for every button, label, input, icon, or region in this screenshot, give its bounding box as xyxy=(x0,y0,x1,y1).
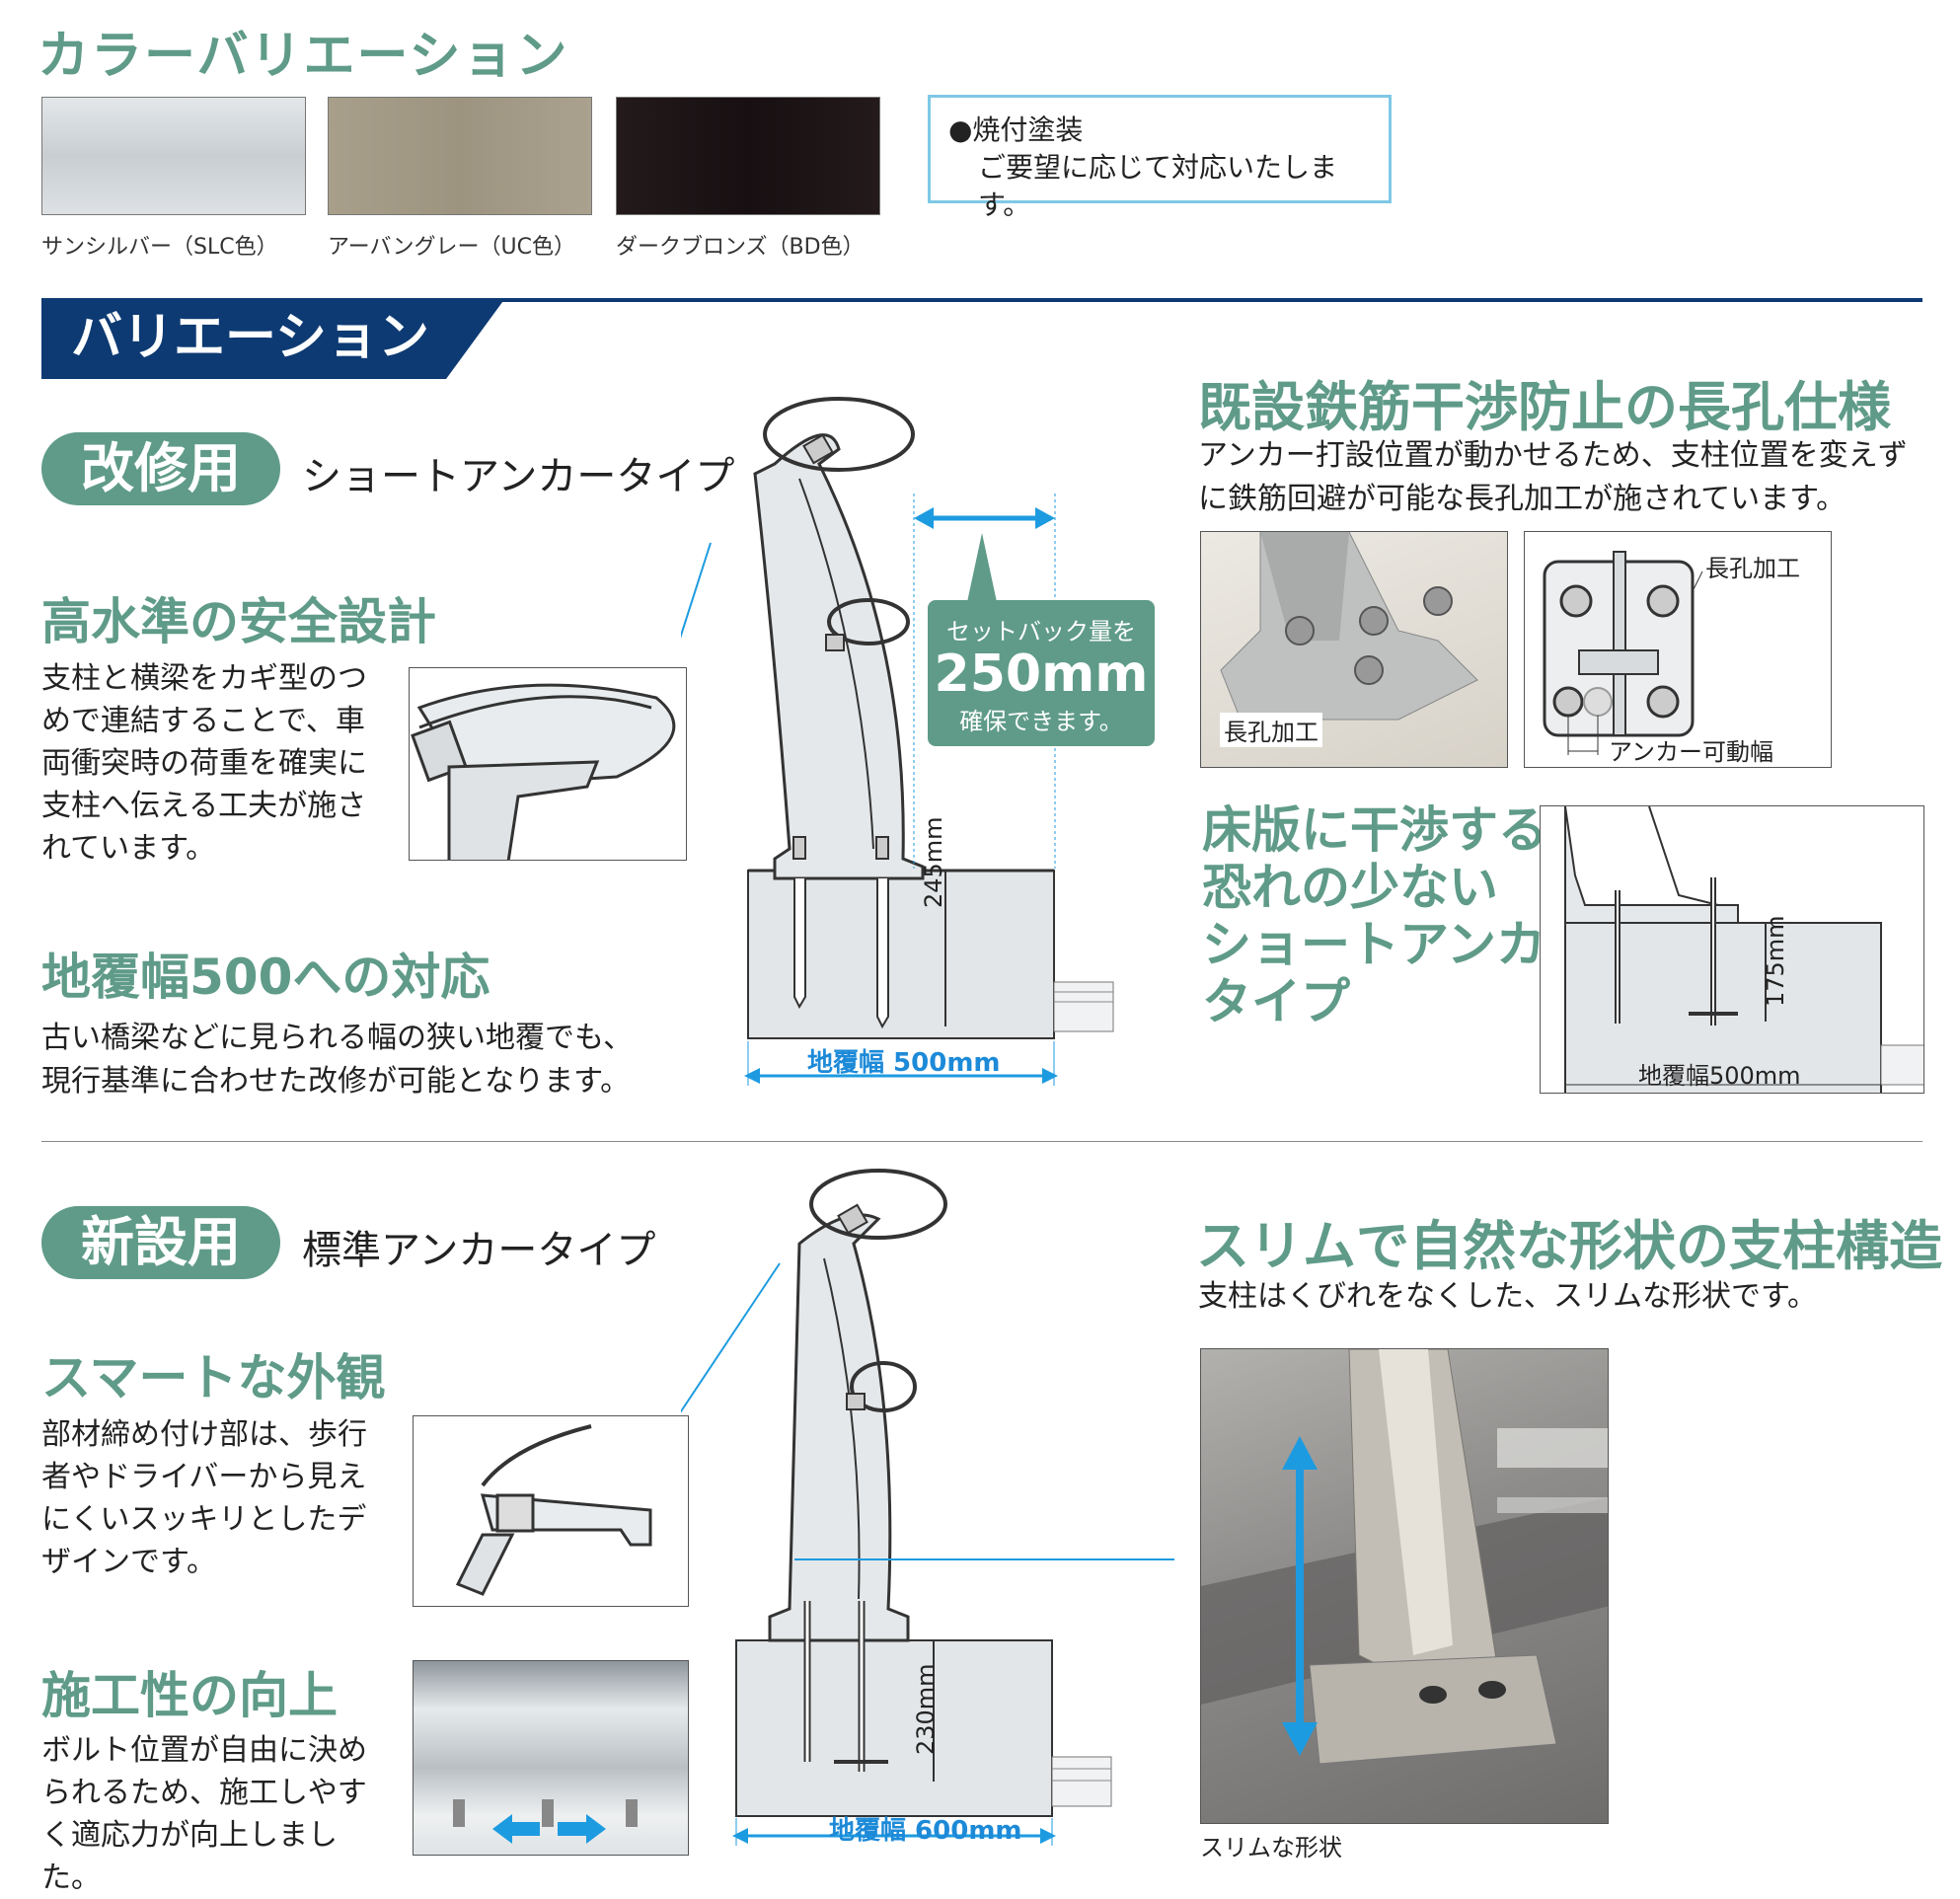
banner-shape xyxy=(41,298,505,379)
new-pill: 新設用 xyxy=(41,1206,280,1279)
bolt-rail-photo xyxy=(413,1660,689,1856)
slim-title: スリムで自然な形状の支柱構造 xyxy=(1196,1215,1942,1277)
setback-box: セットバック量を 250mm 確保できます。 xyxy=(928,600,1155,746)
swatch-label-urban-grey: アーバングレー（UC色） xyxy=(328,235,576,260)
coating-note-text: ご要望に応じて対応いたします。 xyxy=(978,151,1338,221)
smart-title: スマートな外観 xyxy=(41,1349,386,1406)
clamp-closeup-image xyxy=(413,1415,689,1607)
smart-text: 部材締め付け部は、歩行者やドライバーから見えにくいスッキリとしたデザインです。 xyxy=(41,1417,367,1579)
new-depth-label: 230mm xyxy=(912,1663,940,1755)
retrofit-depth-label: 245mm xyxy=(920,816,947,908)
slot-diagram xyxy=(1524,531,1832,768)
banner-rule xyxy=(41,298,1922,302)
short-anchor-diagram xyxy=(1540,805,1924,1094)
slot-title: 既設鉄筋干渉防止の長孔仕様 xyxy=(1198,376,1891,438)
new-type: 標準アンカータイプ xyxy=(302,1228,656,1273)
short-title-line2: 恐れの少ない xyxy=(1202,859,1498,916)
short-title-line1: 床版に干渉する xyxy=(1202,801,1547,859)
swatch-urban-grey xyxy=(328,97,592,215)
slot-text-1: アンカー打設位置が動かせるため、支柱位置を変えず xyxy=(1198,438,1908,473)
new-post-diagram xyxy=(681,1169,1174,1846)
slot-photo-label: 長孔加工 xyxy=(1220,713,1322,747)
safety-text: 支柱と横梁をカギ型のつめで連結することで、車両衝突時の荷重を確実に支柱へ伝える工… xyxy=(41,661,367,866)
slim-text: 支柱はくびれをなくした、スリムな形状です。 xyxy=(1198,1279,1817,1314)
coating-note-box: ●焼付塗装 ご要望に応じて対応いたします。 xyxy=(928,95,1392,221)
setback-value: 250mm xyxy=(934,645,1149,704)
short-anchor-title: 床版に干渉する 恐れの少ない ショートアンカー タイプ xyxy=(1202,801,1595,1030)
short-width-label: 地覆幅500mm xyxy=(1638,1062,1801,1090)
new-width-label: 地覆幅 600mm xyxy=(829,1816,1022,1846)
slot-diagram-label-top: 長孔加工 xyxy=(1705,555,1800,582)
retrofit-type: ショートアンカータイプ xyxy=(302,454,735,499)
work-title: 施工性の向上 xyxy=(41,1667,338,1724)
setback-line2: 確保できます。 xyxy=(959,708,1123,735)
slot-text-2: に鉄筋回避が可能な長孔加工が施されています。 xyxy=(1198,482,1847,516)
setback-line1: セットバック量を xyxy=(946,618,1136,646)
swatch-dark-bronze xyxy=(616,97,880,215)
retrofit-post-diagram xyxy=(681,397,1114,1086)
safety-title: 高水準の安全設計 xyxy=(41,593,436,650)
curb-text-1: 古い橋梁などに見られる幅の狭い地覆でも、 xyxy=(41,1021,634,1055)
section-divider xyxy=(41,1141,1922,1142)
retrofit-pill: 改修用 xyxy=(41,432,280,505)
hook-closeup-image xyxy=(409,667,687,861)
curb-text-2: 現行基準に合わせた改修が可能となります。 xyxy=(41,1064,631,1099)
swatch-label-silver: サンシルバー（SLC色） xyxy=(41,235,278,260)
slim-photo-caption: スリムな形状 xyxy=(1200,1834,1342,1861)
coating-note-title: ●焼付塗装 xyxy=(948,114,1084,146)
short-depth-label: 175mm xyxy=(1762,915,1789,1007)
work-text: ボルト位置が自由に決められるため、施工しやすく適応力が向上しました。 xyxy=(41,1733,367,1895)
slim-post-photo xyxy=(1200,1348,1609,1824)
swatch-silver xyxy=(41,97,306,215)
curb-title: 地覆幅500への対応 xyxy=(41,949,490,1006)
color-variation-title: カラーバリエーション xyxy=(38,27,569,86)
short-title-line4: タイプ xyxy=(1202,973,1350,1030)
short-title-line3: ショートアンカー xyxy=(1202,916,1595,973)
slot-diagram-label-bottom: アンカー可動幅 xyxy=(1609,738,1774,766)
retrofit-width-label: 地覆幅 500mm xyxy=(807,1048,1001,1078)
swatch-label-dark-bronze: ダークブロンズ（BD色） xyxy=(616,235,865,260)
banner-title: バリエーション xyxy=(71,308,429,367)
